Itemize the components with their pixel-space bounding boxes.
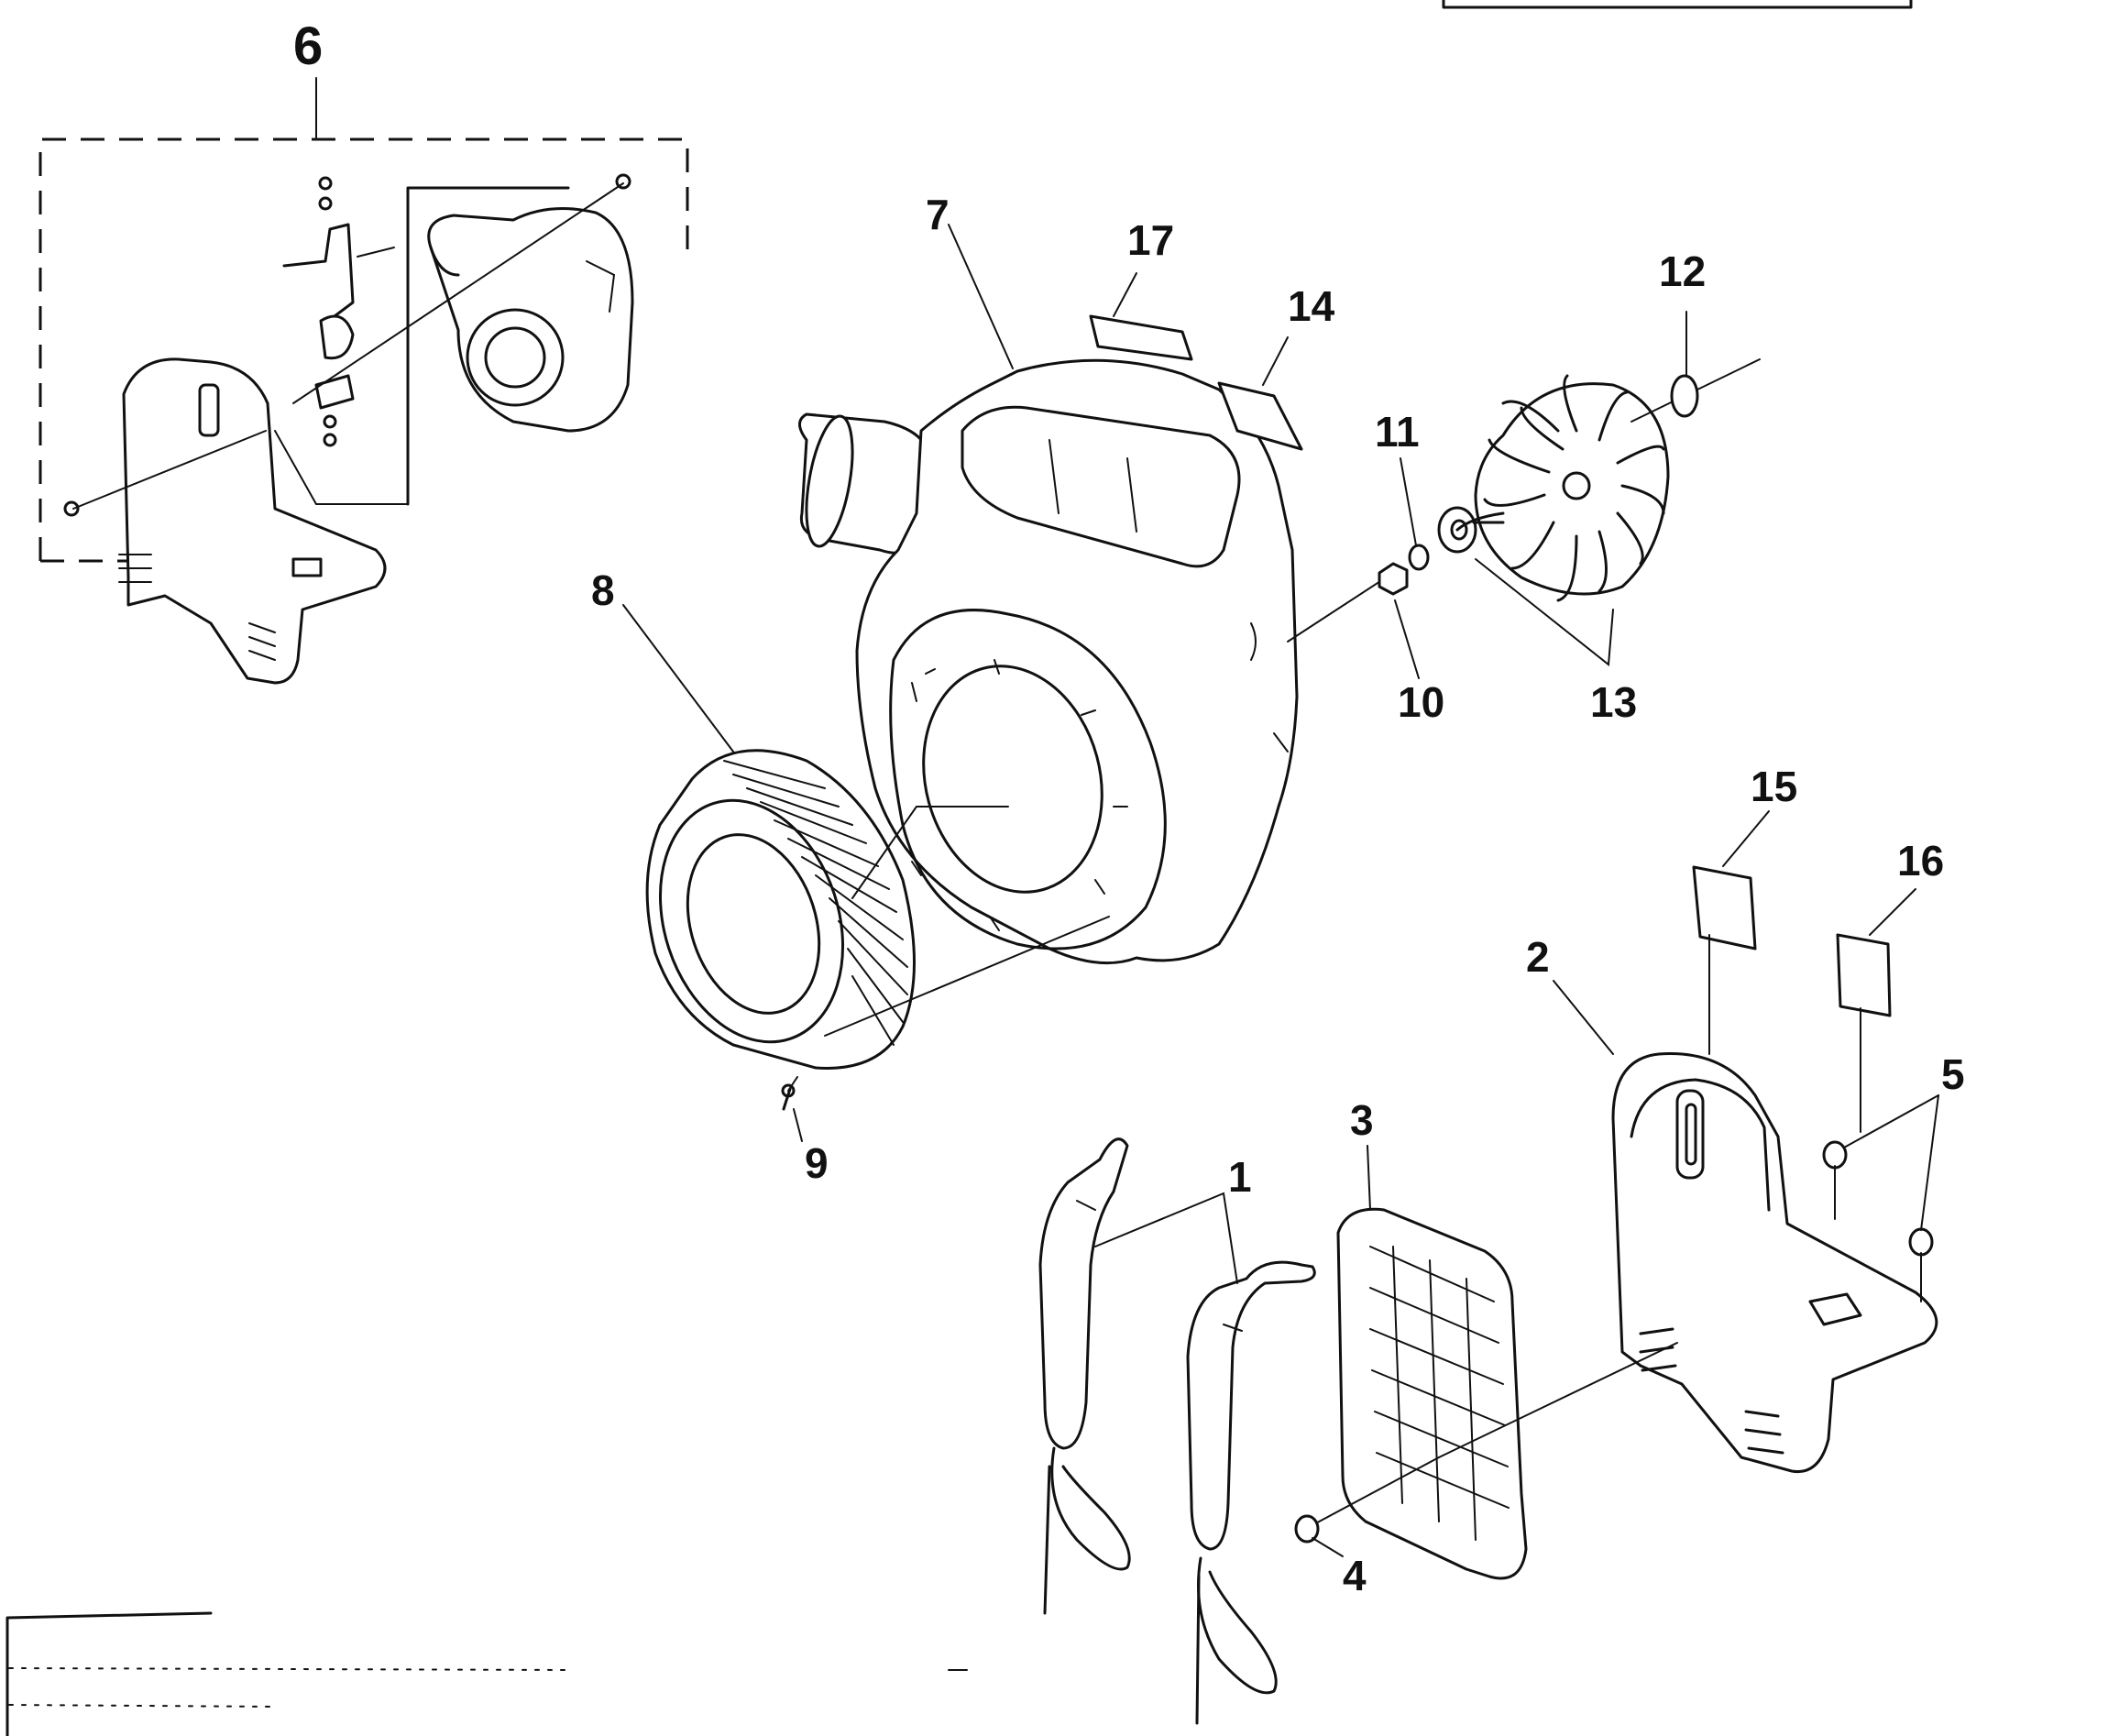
callout-17: 17 [1127,216,1174,264]
callout-4: 4 [1343,1552,1367,1599]
pin-5a [1822,1140,1848,1170]
decal-16 [1836,933,1892,1017]
callout-7: 7 [926,191,950,238]
housing-intake-opening [922,665,1103,894]
callout-5: 5 [1941,1050,1965,1098]
disc-12 [1670,374,1699,418]
leader-lines [315,77,1939,1557]
legend-block-faint [5,1611,569,1736]
callout-13: 13 [1590,678,1637,726]
starter-fins [723,760,908,1046]
back-plate-small [122,357,387,685]
throttle-bracket [282,223,355,318]
back-plate-2 [1611,1052,1938,1474]
decal-14 [1217,381,1303,451]
kit-inner-bracket [406,186,570,506]
callout-14: 14 [1288,282,1335,330]
button-4 [1294,1514,1320,1544]
callout-3: 3 [1350,1096,1374,1144]
callout-12: 12 [1659,247,1706,295]
blower-housing-7 [798,358,1299,965]
callout-6: 6 [293,16,323,76]
callout-1: 1 [1228,1153,1252,1201]
callout-15: 15 [1751,763,1797,810]
decal-15 [1692,865,1757,950]
callout-2: 2 [1526,933,1550,981]
recoil-starter-8 [645,749,916,1092]
nut-10 [1378,562,1409,596]
kit-group-6 [38,137,689,685]
engine-unit [427,207,634,433]
fan-impeller-13 [1474,374,1670,602]
screw-9 [782,1087,792,1111]
callout-11: 11 [1375,408,1420,456]
back-pad-grid [1369,1246,1510,1541]
callout-16: 16 [1897,837,1944,884]
callout-10: 10 [1398,678,1444,726]
back-pad-3 [1336,1207,1528,1580]
callout-9: 9 [805,1139,829,1187]
shoulder-straps-1 [1038,1137,1316,1725]
kit-dashed-outline [38,137,689,561]
washer-11 [1408,544,1430,571]
decal-17 [1089,314,1193,361]
callout-8: 8 [591,566,615,614]
callout-labels: 6 7 17 14 12 11 10 13 8 9 15 16 2 5 3 1 … [293,16,1965,1599]
pin-5b [1908,1227,1934,1257]
top-frame-box [1442,0,1913,9]
